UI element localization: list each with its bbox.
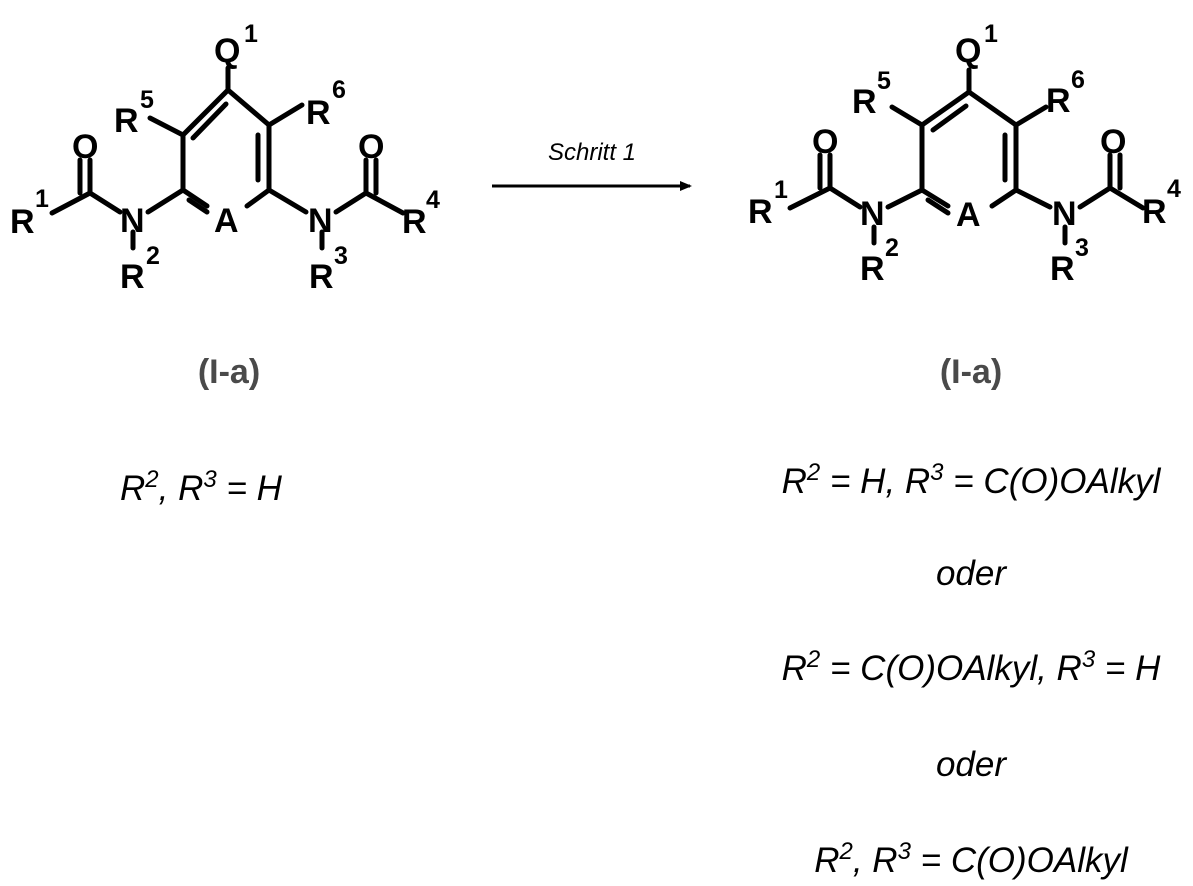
bond-n-left	[148, 190, 183, 212]
atom-o-right: O	[358, 128, 384, 166]
cond-r2: R	[120, 469, 145, 508]
atom-q: Q	[214, 32, 240, 70]
cond-a-sup: 2	[806, 459, 820, 486]
bond-r4	[366, 193, 403, 213]
atom-n-right: N	[1052, 195, 1077, 233]
bond-ring	[969, 92, 1016, 125]
atom-n-left: N	[860, 195, 885, 233]
cond-c: = C(O)OAlkyl	[944, 462, 1162, 501]
atom-sup: 1	[984, 20, 998, 48]
product-structure: Q 1 R 5 R 6 O O R 1 N A N R 4 R 2 R 3	[748, 20, 1181, 288]
cond-c: = C(O)OAlkyl	[911, 841, 1129, 880]
cond-c: = H	[1095, 649, 1161, 688]
oder-separator-1: oder	[936, 554, 1007, 593]
cond-r3: R	[178, 469, 203, 508]
cond-b: , R	[853, 841, 898, 880]
cond-r2-sup: 2	[144, 466, 158, 493]
atom-o-left: O	[72, 128, 98, 166]
atom-sup: 2	[146, 242, 160, 270]
bond-ring	[228, 90, 269, 125]
bond-r5	[892, 107, 922, 125]
bond-r6	[1016, 107, 1046, 125]
cond-b: = H, R	[820, 462, 930, 501]
atom-sup: 5	[877, 67, 891, 95]
bond-ring	[247, 190, 269, 206]
reactant-structure: Q 1 R 5 R 6 O O R 1 N A N R 4 R 2 R 3	[10, 20, 440, 296]
product-label: (I-a)	[940, 353, 1002, 391]
atom-sup: 1	[774, 176, 788, 204]
cond-a: R	[782, 462, 807, 501]
atom-r4: R	[1142, 193, 1167, 231]
atom-r1: R	[748, 193, 773, 231]
bond-r4	[1110, 188, 1143, 208]
bond-r1	[790, 188, 830, 208]
cond-b-sup: 3	[1082, 646, 1096, 673]
atom-sup: 1	[244, 20, 258, 48]
bond-amide	[830, 188, 860, 207]
atom-r2: R	[120, 258, 145, 296]
atom-r6: R	[1046, 82, 1071, 120]
reactant-label: (I-a)	[198, 353, 260, 391]
atom-sup: 5	[140, 86, 154, 114]
bond-ring-double	[933, 106, 966, 130]
product-condition-2: R2 = C(O)OAlkyl, R3 = H	[782, 646, 1161, 688]
cond-a: R	[814, 841, 839, 880]
cond-b-sup: 3	[898, 838, 912, 865]
atom-sup: 6	[332, 76, 346, 104]
cond-b-sup: 3	[930, 459, 944, 486]
atom-r4: R	[402, 203, 427, 241]
step-label: Schritt 1	[548, 139, 636, 166]
atom-o-left: O	[812, 123, 838, 161]
cond-b: = C(O)OAlkyl, R	[820, 649, 1082, 688]
bond-amide	[336, 193, 366, 212]
cond-a-sup: 2	[806, 646, 820, 673]
bond-r6	[269, 105, 302, 125]
atom-sup: 1	[35, 185, 49, 213]
bond-r1	[52, 193, 90, 213]
bond-n-right	[269, 190, 306, 212]
atom-sup: 6	[1071, 66, 1085, 94]
atom-r3: R	[1050, 250, 1075, 288]
cond-a-sup: 2	[839, 838, 853, 865]
product-condition-1: R2 = H, R3 = C(O)OAlkyl	[782, 459, 1162, 501]
atom-o-right: O	[1100, 123, 1126, 161]
atom-sup: 4	[1167, 175, 1181, 203]
bond-amide	[90, 193, 120, 212]
bond-n-left	[888, 190, 922, 207]
atom-n-right: N	[308, 202, 333, 240]
atom-sup: 4	[426, 186, 440, 214]
reactant-condition: R2, R3 = H	[120, 466, 283, 508]
bond-amide	[1080, 188, 1110, 207]
atom-r2: R	[860, 250, 885, 288]
cond-rest: = H	[217, 469, 283, 508]
bond-ring	[992, 190, 1016, 206]
atom-n-left: N	[120, 202, 145, 240]
bond-r5	[150, 118, 183, 135]
cond-a: R	[782, 649, 807, 688]
atom-a: A	[214, 202, 239, 240]
atom-r5: R	[852, 83, 877, 121]
cond-r3-sup: 3	[203, 466, 217, 493]
cond-sep: ,	[159, 469, 178, 508]
atom-a: A	[956, 196, 981, 234]
product-condition-3: R2, R3 = C(O)OAlkyl	[814, 838, 1129, 880]
bond-n-right	[1016, 190, 1050, 207]
atom-r6: R	[306, 94, 331, 132]
atom-q: Q	[955, 32, 981, 70]
atom-r5: R	[114, 102, 139, 140]
atom-sup: 3	[1075, 234, 1089, 262]
atom-sup: 2	[885, 234, 899, 262]
atom-sup: 3	[334, 242, 348, 270]
atom-r1: R	[10, 203, 35, 241]
oder-separator-2: oder	[936, 745, 1007, 784]
atom-r3: R	[309, 258, 334, 296]
